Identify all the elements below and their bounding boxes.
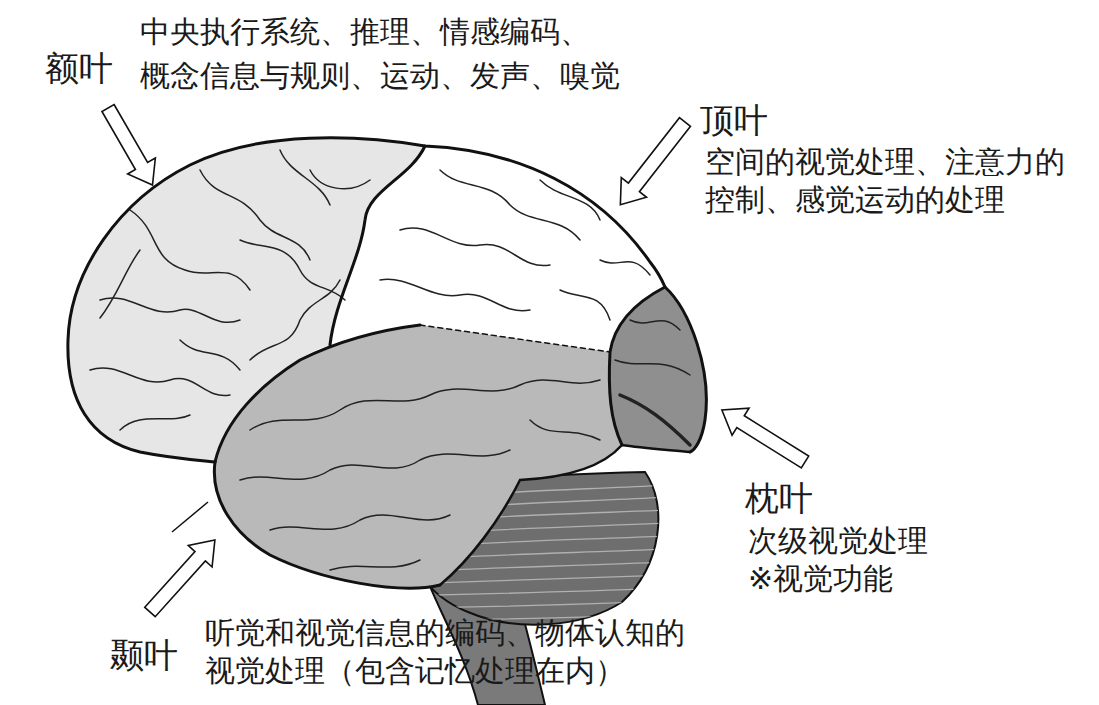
brain-outline [214, 462, 440, 588]
function-description: 中央执行系统、推理、情感编码、 概念信息与规则、运动、发声、嗅觉 [140, 10, 623, 98]
sulcus-line [400, 228, 550, 266]
occipital-boundary [609, 287, 665, 445]
brain-outline [440, 445, 690, 585]
function-description: 听觉和视觉信息的编码、物体认知的 视觉处理（包含记忆处理在内） [205, 614, 688, 690]
sulcus-line [90, 368, 230, 396]
sulcus-line [100, 298, 240, 322]
sulcus-line [120, 415, 190, 430]
function-description: 空间的视觉处理、注意力的 控制、感觉运动的处理 [705, 143, 1068, 219]
sulcus-line [600, 260, 650, 275]
temporal-lobe [214, 325, 622, 588]
occipital-lobe [609, 287, 706, 452]
lobe-name: 颞叶 [110, 635, 178, 675]
sulcus-line [200, 170, 310, 260]
leader-line [172, 502, 208, 532]
sulcus-line [100, 250, 140, 318]
sulcus-line [560, 290, 610, 320]
sulcus-line [250, 380, 600, 430]
cerebellum-fold [400, 588, 670, 596]
lobe-boundaries [68, 138, 706, 588]
lobe-name: 顶叶 [700, 100, 768, 140]
sulcus-line [130, 210, 250, 290]
dashed-boundary [420, 325, 610, 352]
function-description: 次级视觉处理 ※视觉功能 [748, 522, 931, 598]
cerebellum-fold [400, 601, 670, 608]
sulcus-line [330, 560, 420, 570]
sulcus-line [380, 279, 530, 310]
pointer-arrow [713, 396, 813, 475]
pointer-arrow [608, 112, 698, 214]
sulcus-line [310, 170, 370, 189]
sulcus-line [280, 150, 330, 205]
brain-outline [68, 138, 706, 462]
lobe-name: 额叶 [45, 48, 113, 88]
lobe-name: 枕叶 [745, 478, 813, 518]
sulcus-line [240, 240, 345, 300]
sulcus-line [620, 395, 690, 445]
sulcus-line [615, 360, 690, 375]
sulcus-line [270, 515, 450, 530]
lateral-sulcus [215, 325, 420, 462]
parietal-lobe [330, 146, 665, 352]
gyri-lines [90, 150, 690, 570]
central-sulcus [330, 146, 425, 345]
sulcus-line [530, 420, 600, 440]
pointer-arrow [138, 529, 227, 622]
sulcus-line [180, 340, 240, 370]
sulcus-line [240, 450, 510, 480]
pointer-arrow [94, 100, 166, 193]
sulcus-line [630, 320, 680, 330]
